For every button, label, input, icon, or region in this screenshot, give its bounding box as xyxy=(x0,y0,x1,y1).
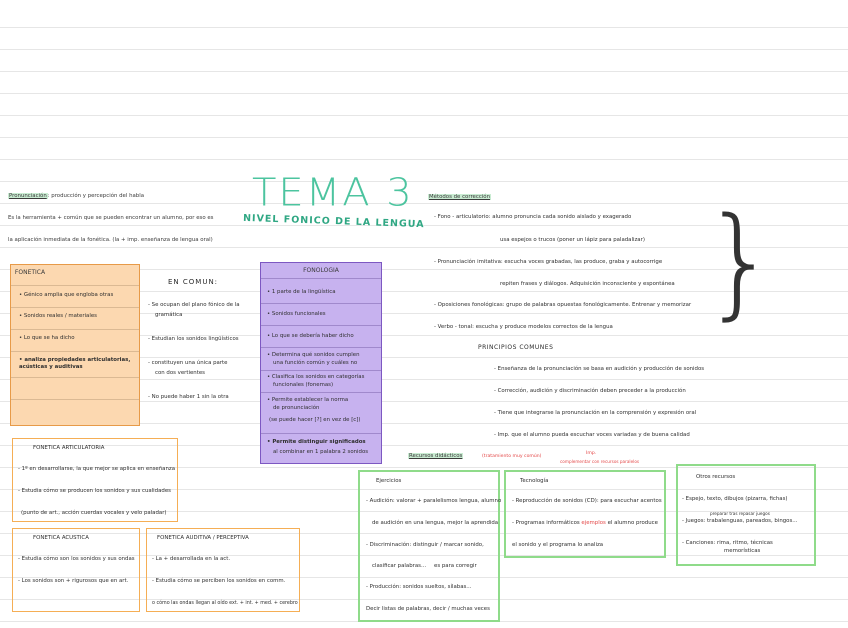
fonetica-articulatoria-item: - 1º en desarrollarse, la que mejor se a… xyxy=(18,466,176,472)
divider xyxy=(11,307,139,308)
en-comun-item: - No puede haber 1 sin la otra xyxy=(148,394,229,400)
principios-item: - Tiene que integrarse la pronunciación … xyxy=(494,410,697,416)
otros-recursos-note: preparar tras repasar juegos xyxy=(710,511,770,516)
ejercicios-item: clasificar palabras... xyxy=(372,563,427,569)
divider xyxy=(261,347,381,348)
intro-line-1: Pronunciación: producción y percepción d… xyxy=(8,193,145,199)
fonetica-acustica-item: - Estudia cómo son los sonidos y sus ond… xyxy=(18,556,135,562)
ejercicios-item: - Discriminación: distinguir / marcar so… xyxy=(366,542,484,548)
curly-brace-icon: } xyxy=(702,193,779,332)
divider xyxy=(261,392,381,393)
ejercicios-heading: Ejercicios xyxy=(376,478,402,484)
fonologia-item: • Clasifica los sonidos en categorías xyxy=(267,374,365,380)
otros-recursos-item: memorísticas xyxy=(724,548,761,554)
fonologia-item: (se puede hacer [?] en vez de [c]) xyxy=(269,417,361,423)
tecnologia-red-word: ejemplos xyxy=(581,520,606,526)
ejercicios-item: - Producción: sonidos sueltos, sílabas..… xyxy=(366,584,472,590)
fonetica-item: • Génico amplia que engloba otras xyxy=(19,292,114,298)
tecnologia-item: - Reproducción de sonidos (CD): para esc… xyxy=(512,498,662,504)
fonetica-auditiva-heading: FONETICA AUDITIVA / PERCEPTIVA xyxy=(157,535,249,541)
divider xyxy=(261,325,381,326)
fonetica-auditiva-item: - La + desarrollada en la act. xyxy=(152,556,231,562)
pronunciacion-term: Pronunciación xyxy=(8,193,48,199)
fonologia-item: al combinar en 1 palabra 2 sonidos xyxy=(273,449,369,455)
divider xyxy=(11,329,139,330)
ejercicios-item: - Audición: valorar + paralelismos lengu… xyxy=(366,498,502,504)
metodos-item: - Oposiciones fonológicas: grupo de pala… xyxy=(434,302,692,308)
fonologia-item: • Permite distinguir significados xyxy=(267,439,366,445)
fonetica-item: • Sonidos reales / materiales xyxy=(19,313,97,319)
fonetica-item: • analiza propiedades articulatorias, ac… xyxy=(19,357,131,370)
fonologia-item: • Lo que se debería haber dicho xyxy=(267,333,354,339)
fonetica-auditiva-item: o cómo las ondas llegan al oído ext. + i… xyxy=(152,601,298,606)
metodos-item: - Verbo - tonal: escucha y produce model… xyxy=(434,324,613,330)
principios-item: - Imp. que el alumno pueda escuchar voce… xyxy=(494,432,690,438)
fonetica-auditiva-box: FONETICA AUDITIVA / PERCEPTIVA - La + de… xyxy=(146,528,300,612)
intro-line-3: la aplicación inmediata de la fonética. … xyxy=(8,237,213,243)
tecnologia-box: Tecnología - Reproducción de sonidos (CD… xyxy=(504,470,666,558)
en-comun-item: gramática xyxy=(155,312,183,318)
fonetica-articulatoria-item: - Estudia cómo se producen los sonidos y… xyxy=(18,488,171,494)
metodos-item: - Fono - articulatorio: alumno pronuncia… xyxy=(434,214,632,220)
otros-recursos-heading: Otros recursos xyxy=(696,474,736,480)
metodos-heading: Métodos de corrección xyxy=(428,194,492,200)
recursos-heading: Recursos didácticos xyxy=(408,453,464,459)
recursos-note: (tratamiento muy común) xyxy=(482,454,542,459)
principios-heading: PRINCIPIOS COMUNES xyxy=(478,344,554,351)
divider xyxy=(11,377,139,378)
fonologia-item: una función común y cuáles no xyxy=(273,360,358,366)
en-comun-item: - Estudian los sonidos lingüísticos xyxy=(148,336,239,342)
principios-item: - Enseñanza de la pronunciación se basa … xyxy=(494,366,705,372)
fonologia-item: • Sonidos funcionales xyxy=(267,311,326,317)
fonologia-heading: FONOLOGIA xyxy=(303,267,339,274)
ejercicios-item: Decir listas de palabras, decir / muchas… xyxy=(366,606,490,612)
fonologia-item: de pronunciación xyxy=(273,405,320,411)
divider xyxy=(11,351,139,352)
fonologia-box: FONOLOGIA • 1 parte de la lingüística • … xyxy=(260,262,382,464)
otros-recursos-item: - Canciones: rima, ritmo, técnicas xyxy=(682,540,773,546)
recursos-note-imp: Imp. xyxy=(586,451,597,456)
fonetica-auditiva-item: - Estudia cómo se perciben los sonidos e… xyxy=(152,578,286,584)
otros-recursos-item: - Juegos: trabalenguas, pareados, bingos… xyxy=(682,518,798,524)
divider xyxy=(11,399,139,400)
fonologia-item: funcionales (fonemas) xyxy=(273,382,334,388)
divider xyxy=(261,433,381,434)
tecnologia-heading: Tecnología xyxy=(520,478,549,484)
fonetica-item: • Lo que se ha dicho xyxy=(19,335,75,341)
ejercicios-note: es para corregir xyxy=(434,563,477,569)
ejercicios-item: de audición en una lengua, mejor la apre… xyxy=(372,520,499,526)
fonetica-box: FONETICA • Génico amplia que engloba otr… xyxy=(10,264,140,426)
metodos-item: - Pronunciación imitativa: escucha voces… xyxy=(434,259,663,265)
recursos-note-secondary: complementar con recursos paralelos xyxy=(560,459,640,464)
metodos-item: usa espejos o trucos (poner un lápiz par… xyxy=(500,237,645,243)
en-comun-item: - constituyen una única parte xyxy=(148,360,228,366)
divider xyxy=(261,278,381,279)
intro-line-2: Es la herramienta + común que se pueden … xyxy=(8,215,214,221)
fonologia-item: • 1 parte de la lingüística xyxy=(267,289,336,295)
divider xyxy=(261,303,381,304)
tecnologia-item: el sonido y el programa lo analiza xyxy=(512,542,604,548)
en-comun-heading: EN COMUN: xyxy=(168,278,219,286)
fonologia-item: • Permite establecer la norma xyxy=(267,397,349,403)
fonologia-item: • Determina qué sonidos cumplen xyxy=(267,352,360,358)
principios-item: - Corrección, audición y discriminación … xyxy=(494,388,686,394)
otros-recursos-box: Otros recursos - Espejo, texto, dibujos … xyxy=(676,464,816,566)
page-title: TEMA 3 xyxy=(252,171,414,215)
fonetica-heading: FONETICA xyxy=(14,269,46,276)
divider xyxy=(11,285,139,286)
fonetica-acustica-box: FONETICA ACUSTICA - Estudia cómo son los… xyxy=(12,528,140,612)
en-comun-item: con dos vertientes xyxy=(155,370,205,376)
fonetica-articulatoria-heading: FONETICA ARTICULATORIA xyxy=(33,445,105,451)
fonetica-acustica-item: - Los sonidos son + rigurosos que en art… xyxy=(18,578,129,584)
fonetica-articulatoria-box: FONETICA ARTICULATORIA - 1º en desarroll… xyxy=(12,438,178,522)
fonetica-acustica-heading: FONETICA ACUSTICA xyxy=(33,535,89,541)
metodos-item: repiten frases y diálogos. Adquisición i… xyxy=(500,281,675,287)
tecnologia-item: - Programas informáticos ejemplos el alu… xyxy=(512,520,658,526)
en-comun-item: - Se ocupan del plano fónico de la xyxy=(148,302,240,308)
fonetica-articulatoria-item: (punto de art., acción cuerdas vocales y… xyxy=(21,510,167,516)
divider xyxy=(261,370,381,371)
ejercicios-box: Ejercicios - Audición: valorar + paralel… xyxy=(358,470,502,622)
otros-recursos-item: - Espejo, texto, dibujos (pizarra, ficha… xyxy=(682,496,788,502)
